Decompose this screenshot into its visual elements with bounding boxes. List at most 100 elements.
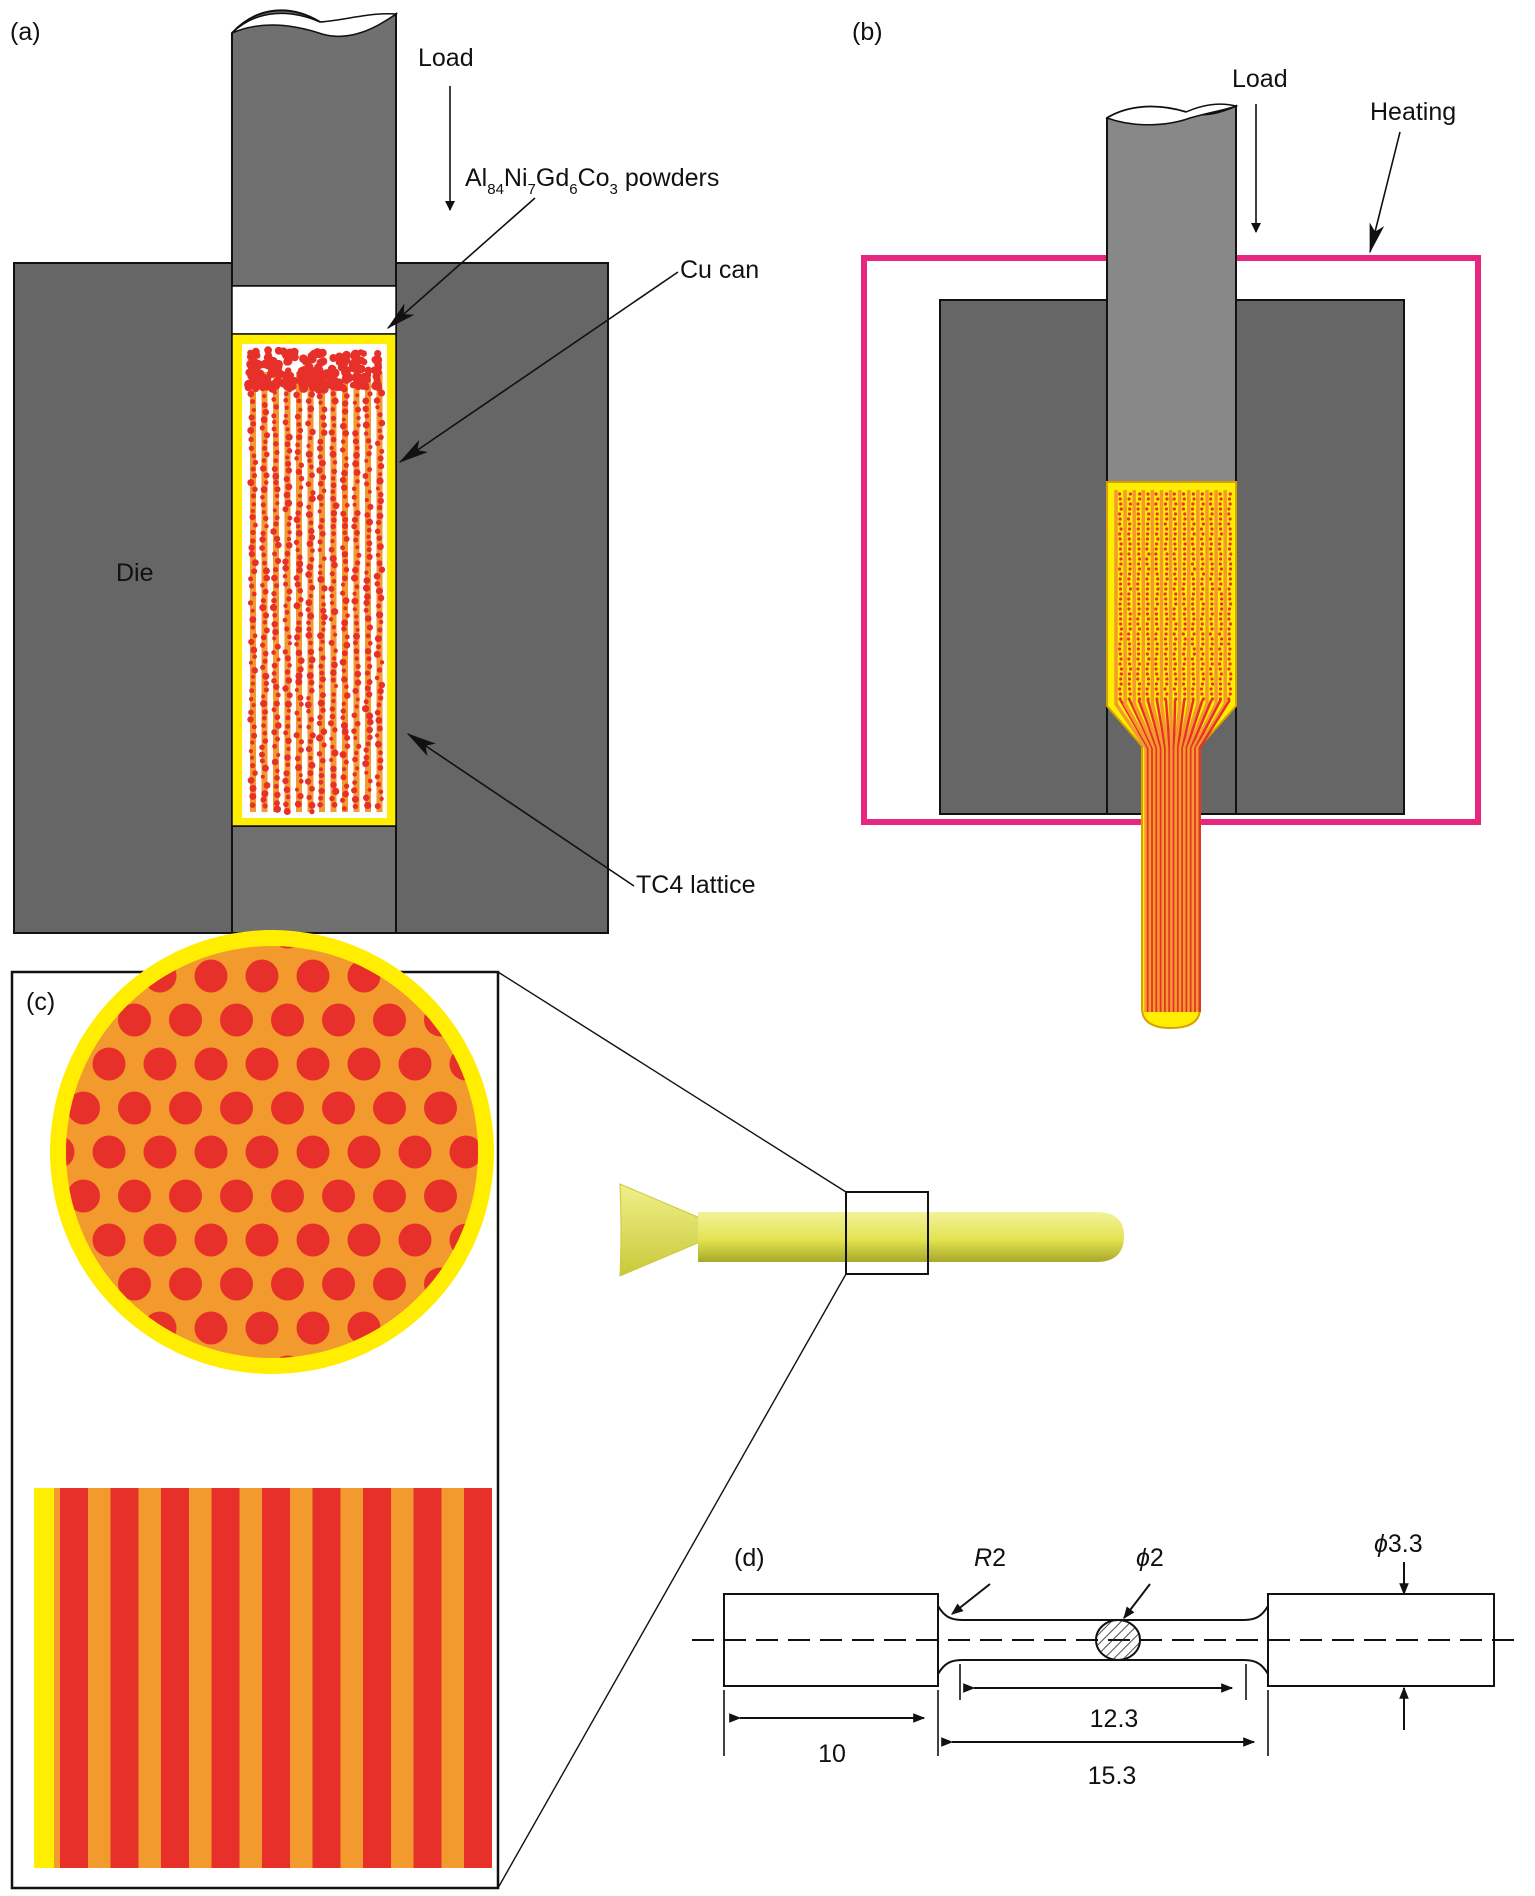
powder-particle [285, 542, 293, 549]
powder-particle [272, 472, 280, 480]
powder-particle [1191, 502, 1195, 506]
powder-particle [1155, 622, 1159, 626]
powder-particle [283, 476, 290, 483]
powder-particle [295, 547, 300, 553]
powder-particle [1136, 532, 1141, 536]
powder-particle [379, 796, 384, 801]
powder-channel [322, 1091, 355, 1125]
powder-particle [377, 462, 385, 470]
powder-particle [1145, 607, 1149, 611]
powder-particle [269, 603, 278, 612]
powder-particle [248, 709, 254, 716]
powder-particle [260, 642, 266, 648]
powder-particle [367, 718, 374, 726]
powder-particle [1145, 587, 1149, 591]
powder-particle [286, 536, 292, 542]
powder-particle [1174, 677, 1178, 681]
powder-particle [1209, 502, 1213, 506]
powder-particle [273, 567, 279, 573]
powder-particle [249, 514, 256, 521]
powder-particle [1200, 592, 1204, 596]
powder-particle [305, 607, 311, 613]
powder-particle [328, 639, 335, 646]
powder-particle [1200, 512, 1204, 516]
powder-particle [343, 783, 350, 789]
powder-particle [309, 472, 315, 479]
powder-particle [376, 702, 382, 708]
powder-particle [1228, 592, 1232, 596]
powder-particle [1183, 627, 1187, 631]
powder-channel [271, 1267, 304, 1301]
powder-particle [1118, 587, 1123, 591]
powder-channel [118, 1267, 151, 1301]
powder-particle [321, 406, 328, 413]
powder-particle [261, 694, 266, 699]
powder-particle [306, 620, 311, 626]
powder-particle [1210, 607, 1214, 611]
powder-particle [283, 786, 291, 793]
powder-particle [322, 556, 327, 561]
powder-particle [331, 661, 338, 669]
powder-particle [283, 581, 289, 587]
powder-particle [295, 442, 301, 448]
powder-stripe [211, 1488, 240, 1868]
powder-particle [1127, 607, 1131, 611]
powder-particle [305, 398, 312, 404]
powder-particle [1155, 542, 1159, 546]
powder-particle [1156, 577, 1160, 581]
powder-particle [1146, 572, 1150, 576]
powder-particle [1128, 662, 1132, 666]
powder-particle [379, 660, 385, 665]
powder-particle [340, 590, 346, 596]
powder-particle [1199, 687, 1204, 691]
powder-particle [1136, 582, 1140, 586]
powder-particle [376, 543, 384, 551]
powder-column-b [1114, 490, 1233, 1012]
phi33-label: ϕ3.3 [1374, 1530, 1423, 1558]
powder-particle [1183, 607, 1187, 611]
powder-particle [295, 649, 303, 657]
powder-channel [194, 959, 228, 993]
powder-channel [169, 1179, 202, 1213]
powder-particle [263, 574, 271, 582]
powder-particle [283, 801, 289, 808]
powder-particle [1199, 527, 1204, 531]
powder-particle [329, 593, 334, 599]
powder-particle [1146, 532, 1150, 536]
powder-particle [1145, 687, 1149, 691]
powder-particle [351, 712, 358, 719]
powder-channel [552, 1048, 585, 1081]
powder-particle [1173, 542, 1177, 546]
powder-particle [1154, 632, 1158, 636]
powder-particle [271, 413, 277, 419]
powder-particle [1119, 502, 1123, 506]
powder-stripe [413, 1488, 442, 1868]
powder-channel [552, 1136, 585, 1169]
powder-particle [314, 365, 324, 375]
powder-particle [1137, 652, 1141, 656]
powder-particle [285, 794, 291, 800]
powder-particle [286, 596, 292, 602]
powder-channel [143, 1047, 177, 1081]
powder-particle [1227, 587, 1231, 591]
powder-particle [318, 400, 323, 405]
powder-particle [1163, 697, 1167, 701]
powder-particle [374, 635, 382, 643]
powder-particle [1128, 502, 1132, 506]
lattice-strut [1174, 490, 1182, 1012]
powder-particle [1164, 582, 1168, 586]
powder-particle [340, 797, 345, 803]
powder-particle [296, 434, 303, 441]
powder-particle [1119, 597, 1123, 601]
lattice-strut [1141, 490, 1161, 1012]
powder-particle [1163, 637, 1168, 641]
powder-particle [362, 760, 370, 768]
powder-particle [298, 462, 304, 468]
powder-particle [1218, 542, 1222, 546]
powder-particle [1200, 492, 1204, 496]
powder-particle [340, 722, 348, 730]
powder-particle [319, 502, 324, 507]
powder-particle [1146, 602, 1150, 606]
powder-particle [366, 679, 373, 685]
powder-particle [374, 528, 381, 535]
